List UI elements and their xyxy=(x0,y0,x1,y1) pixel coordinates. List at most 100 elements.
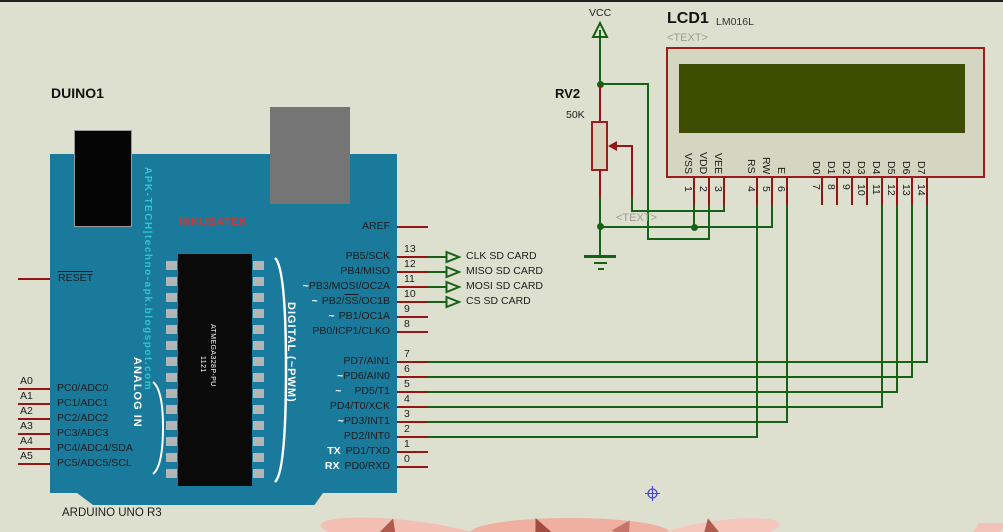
pot-pin-top[interactable] xyxy=(599,85,601,123)
pin-stub-0[interactable] xyxy=(397,466,428,468)
wire-d7[interactable] xyxy=(926,205,928,363)
pot-wiper-wire[interactable] xyxy=(616,145,633,147)
reset-pin-label: RESET xyxy=(58,272,94,284)
pin-stub-a5[interactable] xyxy=(18,463,50,465)
pin-stub-a1[interactable] xyxy=(18,403,50,405)
terminal-label[interactable]: MOSI SD CARD xyxy=(466,280,544,292)
wire-d4[interactable] xyxy=(428,406,883,408)
lcd-pin-stub[interactable] xyxy=(693,178,695,205)
lcd-pin-stub[interactable] xyxy=(821,178,823,205)
pin-stub-6[interactable] xyxy=(397,376,428,378)
wire-d5[interactable] xyxy=(896,205,898,393)
terminal-arrow-icon[interactable] xyxy=(445,265,462,279)
wire-vcc[interactable] xyxy=(599,83,649,85)
usb-connector[interactable] xyxy=(74,130,132,227)
terminal-label[interactable]: CS SD CARD xyxy=(466,295,531,307)
arduino-ref-label[interactable]: DUINO1 xyxy=(51,85,104,101)
arduino-board-tab[interactable] xyxy=(77,493,323,505)
lcd-part-label[interactable]: LM016L xyxy=(716,16,754,28)
arduino-board-name: ARDUINO UNO R3 xyxy=(62,507,162,519)
pot-ref-label[interactable]: RV2 xyxy=(555,86,581,101)
lcd-pin-stub[interactable] xyxy=(926,178,928,205)
terminal-arrow-icon[interactable] xyxy=(445,295,462,309)
atmega-chip-body[interactable] xyxy=(178,254,252,486)
lcd-pin-stub[interactable] xyxy=(881,178,883,205)
terminal-label[interactable]: CLK SD CARD xyxy=(466,250,537,262)
pin-stub-4[interactable] xyxy=(397,406,428,408)
wire-vcc[interactable] xyxy=(599,36,601,85)
wire-to-terminal[interactable] xyxy=(428,301,446,303)
pin-stub-12[interactable] xyxy=(397,271,428,273)
wire-rs[interactable] xyxy=(428,436,758,438)
terminal-arrow-icon[interactable] xyxy=(445,280,462,294)
wire-vdd[interactable] xyxy=(708,205,710,240)
wire-to-terminal[interactable] xyxy=(428,256,446,258)
lcd-screen[interactable] xyxy=(679,64,965,133)
aref-pin-stub[interactable] xyxy=(397,226,428,228)
wire-d4[interactable] xyxy=(881,205,883,408)
pot-body[interactable] xyxy=(591,121,608,171)
wire-d7[interactable] xyxy=(428,361,928,363)
wire-vee[interactable] xyxy=(723,205,725,212)
wire-to-terminal[interactable] xyxy=(428,271,446,273)
lcd-text-placeholder[interactable]: <TEXT> xyxy=(667,32,708,44)
lcd-pin-stub[interactable] xyxy=(723,178,725,205)
wire-vdd[interactable] xyxy=(647,83,649,240)
lcd-pin-stub[interactable] xyxy=(851,178,853,205)
pin-stub-a0[interactable] xyxy=(18,388,50,390)
pin-stub-1[interactable] xyxy=(397,451,428,453)
terminal-label[interactable]: MISO SD CARD xyxy=(466,265,544,277)
power-connector[interactable] xyxy=(270,107,350,204)
reset-pin-stub[interactable] xyxy=(18,278,50,280)
pot-wiper-wire[interactable] xyxy=(631,145,633,198)
lcd-pin-number: 4 xyxy=(745,186,757,192)
junction-dot[interactable] xyxy=(691,224,698,231)
pin-stub-8[interactable] xyxy=(397,331,428,333)
wire-e[interactable] xyxy=(428,421,788,423)
lcd-pin-name: VEE xyxy=(712,152,724,174)
pin-stub-9[interactable] xyxy=(397,316,428,318)
wire-to-terminal[interactable] xyxy=(428,286,446,288)
wire-rw[interactable] xyxy=(771,205,773,228)
lcd-ref-label[interactable]: LCD1 xyxy=(667,10,709,27)
pin-stub-3[interactable] xyxy=(397,421,428,423)
pin-stub-11[interactable] xyxy=(397,286,428,288)
lcd-pin-stub[interactable] xyxy=(756,178,758,205)
wire-vdd[interactable] xyxy=(647,238,710,240)
lcd-pin-stub[interactable] xyxy=(896,178,898,205)
pot-value-label[interactable]: 50K xyxy=(566,109,585,121)
lcd-pin-stub[interactable] xyxy=(708,178,710,205)
wire-e[interactable] xyxy=(786,205,788,423)
wire-d6[interactable] xyxy=(911,205,913,378)
pin-stub-5[interactable] xyxy=(397,391,428,393)
lcd-pin-stub[interactable] xyxy=(771,178,773,205)
ground-symbol[interactable] xyxy=(599,227,601,256)
pin-stub-a3[interactable] xyxy=(18,433,50,435)
wire-vss[interactable] xyxy=(693,205,695,228)
pin-stub-13[interactable] xyxy=(397,256,428,258)
pin-stub-2[interactable] xyxy=(397,436,428,438)
wire-vee[interactable] xyxy=(631,197,633,212)
junction-dot[interactable] xyxy=(597,223,604,230)
lcd-pin-stub[interactable] xyxy=(786,178,788,205)
lcd-pin-stub[interactable] xyxy=(911,178,913,205)
pin-stub-7[interactable] xyxy=(397,361,428,363)
lcd-pin-stub[interactable] xyxy=(866,178,868,205)
terminal-arrow-icon[interactable] xyxy=(445,250,462,264)
wire-gnd[interactable] xyxy=(599,226,773,228)
wire-vee[interactable] xyxy=(631,210,725,212)
pot-pin-bottom[interactable] xyxy=(599,169,601,198)
pot-text-placeholder[interactable]: <TEXT> xyxy=(616,212,657,224)
wire-d6[interactable] xyxy=(428,376,913,378)
lcd-pin-stub[interactable] xyxy=(836,178,838,205)
pot-wiper-arrowhead[interactable] xyxy=(608,141,617,151)
wire-gnd[interactable] xyxy=(599,197,601,228)
wire-rs[interactable] xyxy=(756,205,758,438)
wire-d5[interactable] xyxy=(428,391,898,393)
digital-pin-label-4: PD4/T0/XCK xyxy=(329,400,390,412)
pin-stub-10[interactable] xyxy=(397,301,428,303)
junction-dot[interactable] xyxy=(597,81,604,88)
pin-stub-a2[interactable] xyxy=(18,418,50,420)
pin-stub-a4[interactable] xyxy=(18,448,50,450)
